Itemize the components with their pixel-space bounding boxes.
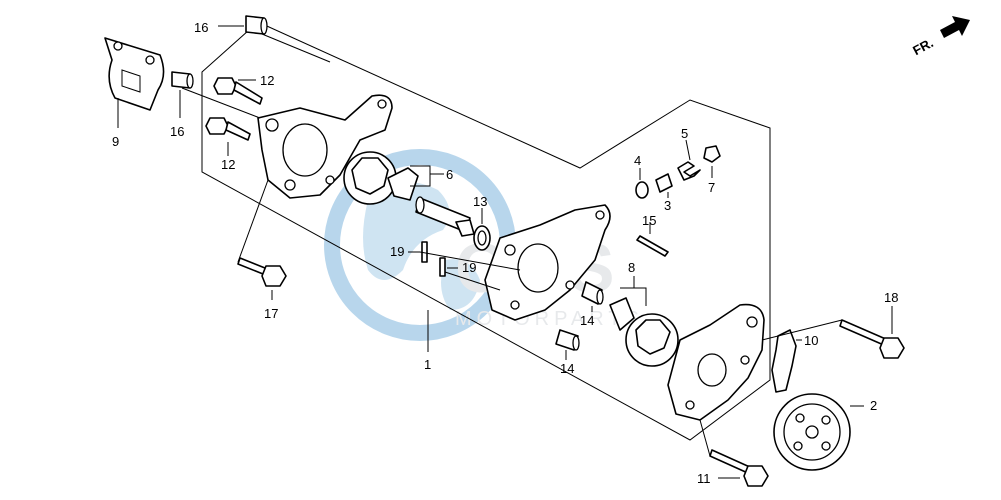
part-bolt-12a	[213, 77, 263, 105]
label-15: 15	[642, 213, 656, 228]
label-16a: 16	[194, 20, 208, 35]
label-18: 18	[884, 290, 898, 305]
part-bracket-9	[104, 37, 165, 128]
label-1: 1	[424, 357, 431, 372]
part-relief-plunger-4	[635, 168, 649, 199]
part-rotor-set-6	[343, 151, 444, 205]
part-labels: 1 2 3 4 5 6 7 8 9 10 11 12 12 13 14 14 1…	[112, 20, 898, 486]
part-rotor-set-8	[609, 276, 679, 367]
label-10: 10	[804, 333, 818, 348]
leader-lines	[181, 33, 843, 457]
label-16b: 16	[170, 124, 184, 139]
label-14a: 14	[580, 313, 594, 328]
part-dowel-16a	[218, 15, 268, 35]
part-middle-pump-body	[484, 204, 611, 321]
part-spring-5	[677, 139, 701, 181]
part-dowel-16b	[171, 71, 194, 118]
part-outer-pump-body	[257, 94, 393, 199]
label-9: 9	[112, 134, 119, 149]
part-pump-cover	[667, 303, 765, 421]
label-11: 11	[697, 471, 711, 486]
label-17: 17	[264, 306, 278, 321]
arrow-right-icon	[940, 16, 970, 38]
part-collar-14a	[581, 281, 604, 312]
front-label: FR.	[910, 35, 936, 58]
label-12b: 12	[221, 157, 235, 172]
part-pin-19a	[408, 241, 428, 263]
part-pin-19b	[439, 257, 458, 277]
watermark-continents-icon	[363, 182, 480, 310]
label-8: 8	[628, 260, 635, 275]
label-5: 5	[681, 126, 688, 141]
label-14b: 14	[560, 361, 574, 376]
label-4: 4	[634, 153, 641, 168]
label-19b: 19	[462, 260, 476, 275]
part-relief-cap-3	[655, 173, 673, 198]
part-bolt-12b	[205, 117, 251, 156]
part-seal-13	[473, 208, 491, 251]
part-bolt-17	[237, 257, 287, 300]
label-19a: 19	[390, 244, 404, 259]
label-6: 6	[446, 167, 453, 182]
label-12a: 12	[260, 73, 274, 88]
part-pump-shaft	[415, 196, 475, 237]
part-pin-15	[636, 222, 669, 257]
label-13: 13	[473, 194, 487, 209]
part-gasket-10	[771, 329, 802, 393]
label-7: 7	[708, 180, 715, 195]
part-plug-7	[703, 145, 721, 178]
part-collar-14b	[555, 329, 580, 360]
assembly-boundary	[201, 21, 771, 441]
label-2: 2	[870, 398, 877, 413]
front-direction-indicator: FR.	[910, 16, 970, 58]
part-bolt-11	[709, 449, 769, 487]
label-3: 3	[664, 198, 671, 213]
part-bolt-18	[839, 306, 905, 359]
part-gear-2	[773, 393, 864, 471]
